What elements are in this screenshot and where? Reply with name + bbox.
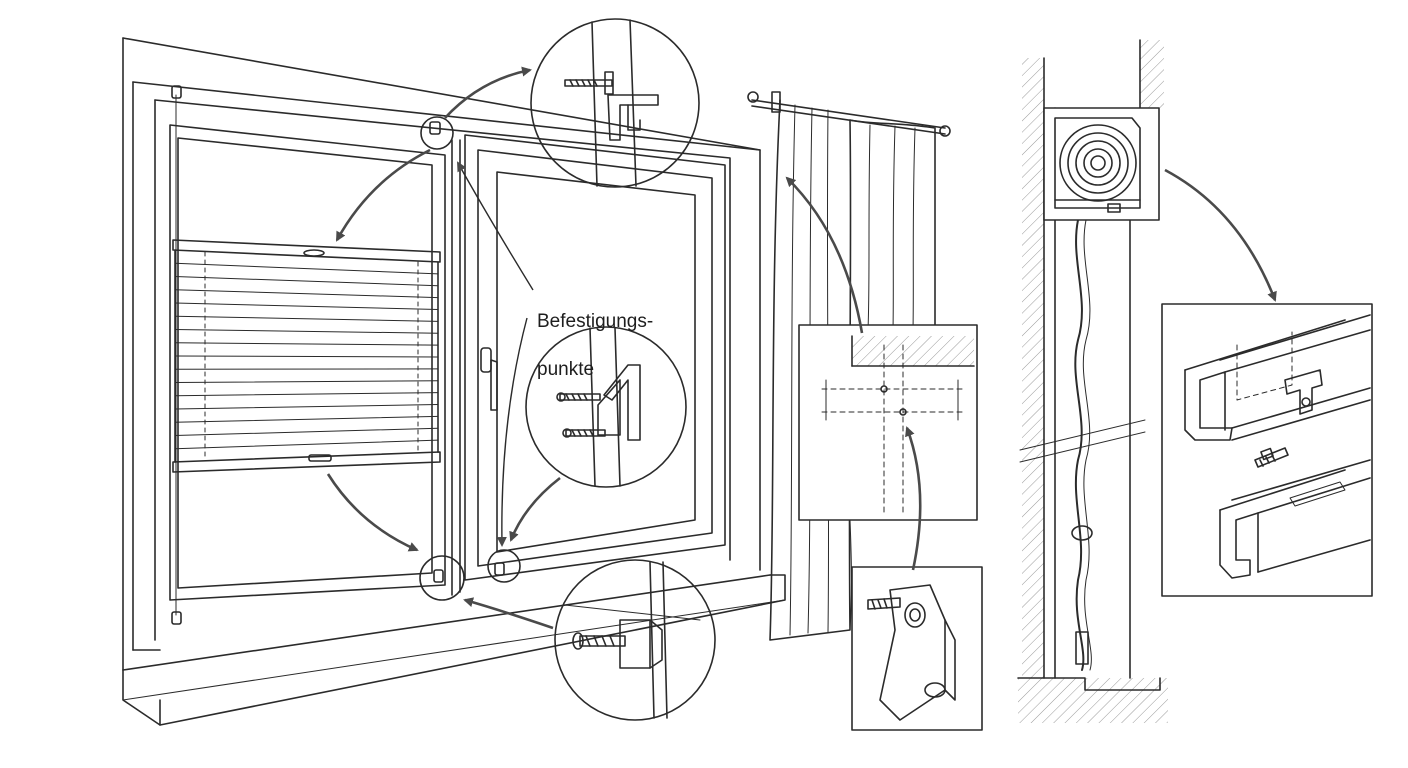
blind-pleats	[174, 262, 439, 450]
label-line-1: Befestigungs-	[537, 311, 654, 332]
corner-bracket-top	[420, 116, 454, 150]
detail-circle-middle	[525, 326, 687, 488]
pleat-line	[174, 380, 439, 383]
pleat-line	[174, 302, 439, 310]
clamp-bracket-icon	[619, 619, 663, 669]
fastening-points-label: Befestigungs- punkte	[537, 286, 717, 406]
arrow-curtain-to-template	[785, 176, 864, 334]
roller-shutter-section	[1017, 39, 1168, 723]
roller-shutter-box-icon	[1043, 107, 1160, 221]
rail-clip-icon	[1284, 369, 1323, 415]
pleat-line	[174, 392, 439, 397]
arrow-detail-bottom-to-corner	[463, 597, 554, 630]
pleat-line	[174, 276, 439, 287]
rail-panel	[1161, 303, 1373, 597]
screw-icon	[556, 392, 601, 402]
pleat-line	[174, 404, 439, 410]
label-line-2: punkte	[537, 359, 595, 380]
arrows	[326, 66, 1277, 630]
angle-bracket-panel	[851, 566, 983, 731]
pleat-line	[174, 439, 439, 450]
screw-icon	[562, 428, 606, 438]
arrow-box-to-rail	[1164, 168, 1277, 302]
pleat-line	[174, 262, 439, 275]
arrow-bracket-to-template	[905, 426, 922, 571]
screw-icon	[1254, 447, 1289, 468]
pleat-line	[174, 315, 439, 322]
detail-circle-top	[530, 18, 700, 188]
drill-template-panel	[798, 324, 978, 521]
corner-bracket-bottom-left	[419, 555, 465, 601]
arrow-top-bracket-to-blind	[335, 148, 431, 242]
angle-bracket-icon	[879, 584, 956, 721]
pleat-line	[174, 329, 439, 334]
clamp-bracket-icon	[607, 94, 659, 141]
pleat-line	[174, 342, 439, 346]
lower-rail	[1219, 459, 1371, 579]
upper-rail	[1184, 314, 1371, 441]
screw-icon	[867, 597, 901, 610]
window-frame	[122, 37, 786, 726]
screw-icon	[572, 632, 626, 650]
detail-circle-bottom	[554, 559, 716, 721]
screw-icon	[564, 71, 614, 95]
pleat-line	[174, 415, 439, 423]
pleat-line	[174, 427, 439, 436]
pleat-line	[174, 289, 439, 299]
label-leaders	[457, 161, 534, 547]
corner-bracket-bottom-right	[487, 549, 521, 583]
arrow-blind-bottom-to-corner	[326, 473, 419, 552]
arrow-detail-middle-to-window	[509, 476, 561, 542]
pleat-line	[174, 355, 439, 358]
arrow-top-bracket-to-detail	[444, 66, 532, 119]
